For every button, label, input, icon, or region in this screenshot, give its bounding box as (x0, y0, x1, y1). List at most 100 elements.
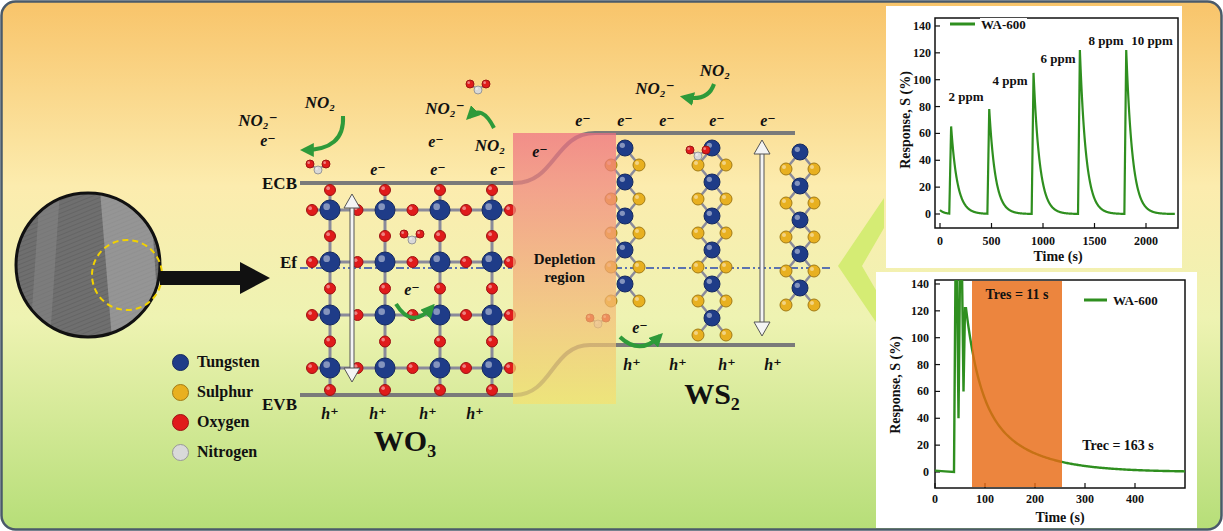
tungsten-atom (320, 252, 340, 272)
axis-title: Response, S (%) (898, 71, 913, 169)
transition-arrow (344, 194, 360, 382)
axis-title: Time (s) (1033, 249, 1082, 264)
axis-title: Response, S (%) (899, 71, 913, 169)
electron-label: e⁻ (428, 134, 444, 150)
tungsten-atom (482, 358, 502, 378)
energy-level-label: EVB (262, 396, 297, 413)
tick-label: 100 (976, 493, 994, 505)
sulphur-atom (808, 265, 820, 277)
tungsten-atom (617, 174, 633, 190)
hole-label: h⁺ (419, 405, 436, 422)
oxygen-atom (435, 283, 446, 294)
tick-label: 120 (913, 46, 931, 60)
nitrogen-atom (314, 166, 322, 174)
tick-label: 80 (919, 101, 931, 113)
tick-label: 120 (911, 304, 929, 318)
hole-label: h⁺ (718, 356, 735, 373)
legend-entry: Tungsten (172, 351, 260, 373)
electron-label: e⁻ (490, 161, 506, 178)
axis-title: Response, S (%) (889, 336, 903, 434)
series-label: WA-600 (980, 18, 1027, 31)
legend-entry: Sulphur (172, 381, 253, 403)
hole-label: h⁺ (466, 406, 483, 422)
oxygen-atom (461, 310, 472, 321)
sulphur-atom (633, 261, 645, 273)
oxygen-atom (325, 283, 336, 294)
oxygen-atom (482, 80, 490, 88)
electron-label: e⁻ (632, 320, 648, 336)
concentration-label: 10 ppm (1130, 34, 1174, 47)
tick-label: 0 (925, 208, 931, 220)
band-label: Tres = 11 s (985, 287, 1048, 303)
tem-image (10, 190, 170, 340)
tick-label: 140 (911, 277, 929, 291)
electron-label: e⁻ (760, 113, 776, 129)
tick-label: 20 (919, 180, 931, 194)
series-label: WA-600 (981, 17, 1026, 32)
axis-title: Time (s) (1035, 510, 1084, 525)
electron-transfer-arrows (304, 84, 714, 346)
electron-label: e⁻ (760, 112, 776, 129)
sulphur-atom (692, 159, 704, 171)
series-sample (950, 23, 975, 26)
oxygen-atom (325, 185, 336, 196)
tick-label: 100 (911, 332, 929, 344)
nitrogen-atom (408, 236, 416, 244)
series-sample (1084, 299, 1107, 302)
oxygen-atom (407, 363, 418, 374)
tick-label: 0 (925, 207, 931, 221)
concentration-label: 8 ppm (1087, 34, 1124, 47)
electron-label: e⁻ (532, 143, 548, 160)
hole-label: h⁺ (369, 405, 386, 422)
tick-label: 100 (976, 492, 994, 506)
electron-label: e⁻ (428, 133, 444, 150)
tungsten-atom (375, 358, 395, 378)
transition-arrow (754, 140, 770, 336)
oxygen-atom (380, 185, 391, 196)
legend-swatch (172, 354, 189, 371)
tungsten-atom (320, 305, 340, 325)
concentration-label: 6 ppm (1040, 51, 1075, 66)
sulphur-atom (633, 295, 645, 307)
oxygen-atom (407, 257, 418, 268)
oxygen-atom (461, 205, 472, 216)
sulphur-atom (692, 227, 704, 239)
electron-label: e⁻ (709, 113, 725, 129)
energy-level-label: Ef (280, 253, 297, 272)
species-label: NO₂⁻ (635, 80, 674, 97)
tick-label: 40 (919, 153, 931, 167)
electron-label: e⁻ (709, 112, 725, 129)
hole-label: h⁺ (718, 357, 735, 373)
oxygen-atom (307, 310, 318, 321)
tungsten-atom (482, 252, 502, 272)
hole-label: h⁺ (321, 405, 338, 422)
tungsten-atom (375, 252, 395, 272)
concentration-label: 2 ppm (947, 90, 984, 103)
chart-panel (886, 6, 1182, 268)
legend-text: Sulphur (197, 384, 253, 400)
tick-label: 0 (923, 466, 929, 478)
oxygen-atom (416, 230, 424, 238)
sulphur-atom (780, 197, 792, 209)
electron-label: e⁻ (430, 161, 446, 178)
sulphur-atom (633, 193, 645, 205)
oxygen-atom (487, 385, 498, 396)
legend-text: Tungsten (197, 354, 260, 370)
tick-label: 1500 (1083, 235, 1107, 247)
response-time-band: Tres = 11 s (972, 281, 1062, 487)
tick-label: 40 (917, 412, 929, 424)
oxygen-atom (487, 231, 498, 242)
sulphur-atom (780, 265, 792, 277)
tick-label: 40 (917, 411, 929, 425)
oxygen-atom (307, 363, 318, 374)
hole-label: h⁺ (669, 357, 686, 373)
oxygen-atom (686, 146, 694, 154)
tick-label: 1500 (1083, 234, 1107, 248)
hole-label: h⁺ (764, 357, 781, 373)
species-label: NO₂⁻ (425, 100, 464, 117)
tungsten-atom (704, 310, 720, 326)
oxygen-atom (322, 160, 330, 168)
electron-label: e⁻ (617, 112, 633, 129)
response-curve (940, 50, 1175, 214)
